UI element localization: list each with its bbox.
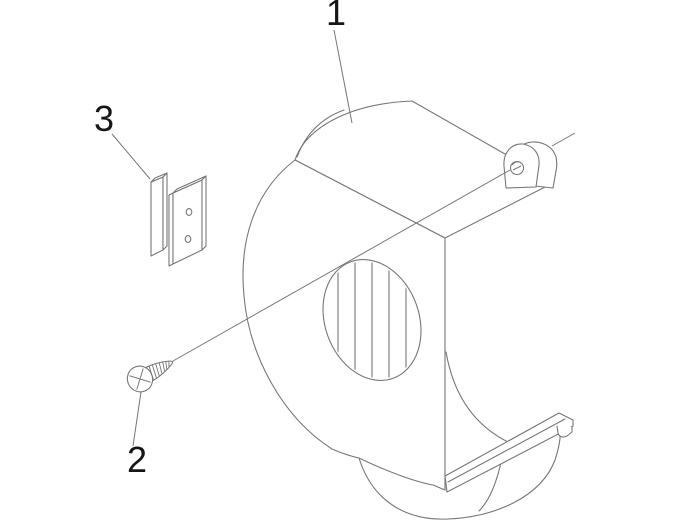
cover-inner-bottom-curve (445, 351, 509, 443)
leader-line-2 (132, 391, 142, 447)
lug-hole-rim (511, 161, 522, 166)
axis-line (172, 132, 576, 362)
cover-part (242, 100, 574, 520)
bracket-front-plate (168, 175, 207, 267)
bracket-back-plate (150, 172, 168, 257)
leader-line-1 (333, 29, 353, 124)
part-callout-2: 2 (127, 439, 148, 480)
grille-opening (322, 248, 422, 392)
mounting-lug (503, 141, 558, 189)
screw-part (126, 360, 174, 393)
bracket-hole-top (185, 208, 193, 216)
leader-line-3 (111, 133, 151, 180)
part-callout-3: 3 (94, 98, 115, 139)
cover-bottom-rail (444, 412, 574, 493)
bracket-part (150, 172, 207, 267)
rail-end-tab (556, 425, 573, 438)
cover-band-fillet-line (296, 109, 345, 158)
bracket-hole-bottom (184, 235, 192, 243)
phillips-cross-icon (129, 368, 151, 390)
part-callout-1: 1 (326, 0, 347, 33)
